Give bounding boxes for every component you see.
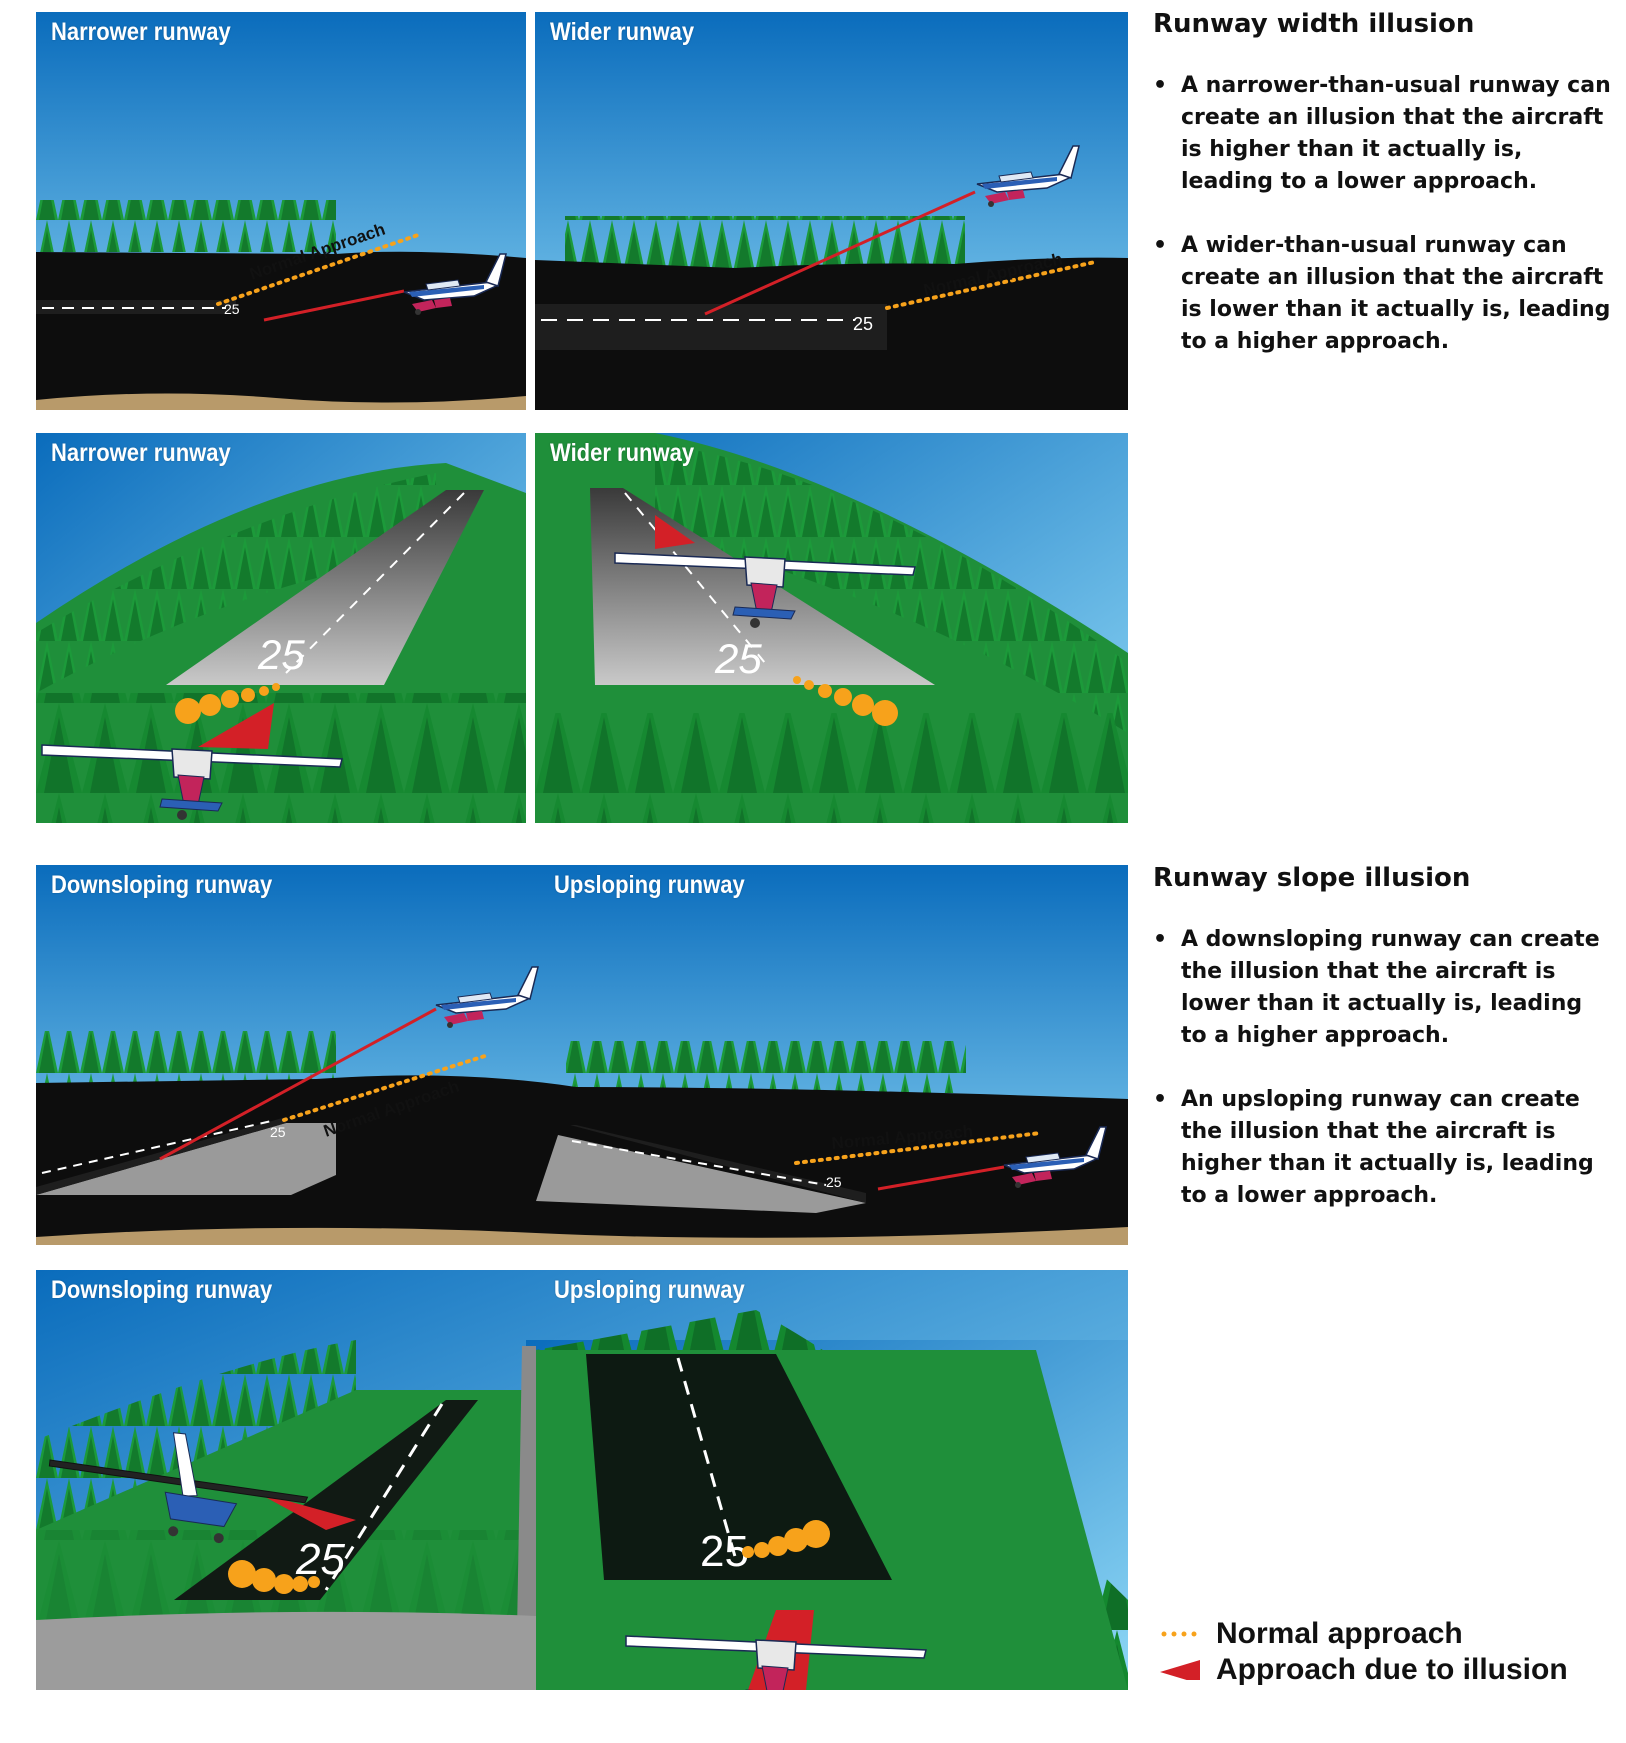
illusion-approach-path: [704, 190, 976, 316]
panel-slope-perspective-illustration: 25 25: [36, 1270, 1128, 1690]
panel-narrow-side-illustration: 25 Normal Approach: [36, 12, 526, 410]
panel-title: Narrower runway: [51, 18, 231, 46]
bullet-list: A downsloping runway can create the illu…: [1153, 924, 1613, 1212]
red-arrow-icon: [1160, 1660, 1200, 1680]
panel-slope-side-illustration: 25 Normal Approach 25 Normal Approach: [36, 865, 1128, 1245]
bullet-item: A wider-than-usual runway can create an …: [1153, 230, 1613, 358]
legend: Normal approach Approach due to illusion: [1158, 1616, 1568, 1688]
runway-number-label: 25: [826, 1174, 842, 1190]
normal-approach-path: [794, 1131, 1042, 1165]
section-width-illusion: Runway width illusion A narrower-than-us…: [1153, 8, 1613, 390]
section-title: Runway width illusion: [1153, 9, 1475, 39]
runway-number-label: 25: [853, 314, 873, 334]
panel-slope-perspective: 25 25: [36, 1270, 1128, 1690]
bullet-item: A narrower-than-usual runway can create …: [1153, 70, 1613, 198]
panel-narrow-perspective-illustration: 25: [36, 433, 526, 823]
illusion-approach-arrow: [256, 1492, 356, 1530]
legend-normal-label: Normal approach: [1216, 1617, 1463, 1650]
illusion-approach-arrow: [655, 515, 695, 549]
panel-title: Wider runway: [550, 439, 695, 467]
panel-title: Downsloping runway: [51, 1276, 273, 1304]
downslope-runway: [36, 1123, 336, 1195]
illusion-approach-path: [263, 289, 405, 322]
panel-wider-perspective-illustration: 25: [535, 433, 1128, 823]
runway-number-label: 25: [714, 635, 762, 682]
runway-number-label: 25: [700, 1527, 749, 1576]
panel-slope-side: 25 Normal Approach 25 Normal Approach Do…: [36, 865, 1128, 1245]
normal-approach-path: [885, 260, 1097, 310]
runway-number-label: 25: [295, 1535, 345, 1584]
runway-number-label: 25: [224, 301, 240, 317]
panel-title: Downsloping runway: [51, 871, 273, 899]
dotted-line-icon: [1161, 1631, 1197, 1637]
normal-approach-path: [228, 1560, 320, 1594]
runway: [166, 490, 484, 685]
downslope-runway: [174, 1400, 478, 1600]
illusion-approach-arrow: [198, 703, 274, 749]
panel-wider-side-illustration: 25 Normal Approach: [535, 12, 1128, 410]
panel-title: Upsloping runway: [554, 1276, 745, 1304]
aircraft-icon: [48, 1432, 309, 1544]
bullet-list: A narrower-than-usual runway can create …: [1153, 70, 1613, 358]
normal-approach-path: [793, 676, 898, 726]
bullet-item: An upsloping runway can create the illus…: [1153, 1084, 1613, 1212]
illusion-approach-path: [877, 1165, 1005, 1191]
normal-approach-path: [742, 1520, 830, 1558]
panel-title: Narrower runway: [51, 439, 231, 467]
normal-approach-path: [282, 1053, 490, 1122]
legend-illusion-label: Approach due to illusion: [1216, 1653, 1568, 1686]
runway-number-label: 25: [270, 1124, 286, 1140]
panel-narrow-perspective: 25 Narrower runway: [36, 433, 526, 823]
legend-normal: Normal approach: [1158, 1616, 1568, 1652]
legend-illusion: Approach due to illusion: [1158, 1652, 1568, 1688]
section-title: Runway slope illusion: [1153, 863, 1471, 893]
upslope-runway: [536, 1135, 866, 1213]
panel-narrow-side: 25 Normal Approach Narrower runway: [36, 12, 526, 410]
normal-approach-path: [175, 683, 280, 724]
panel-wider-perspective: 25 Wider runway: [535, 433, 1128, 823]
runway-number-label: 25: [257, 631, 305, 678]
panel-title: Wider runway: [550, 18, 695, 46]
section-slope-illusion: Runway slope illusion A downsloping runw…: [1153, 862, 1613, 1244]
panel-title: Upsloping runway: [554, 871, 745, 899]
normal-approach-path: [216, 232, 423, 306]
illusion-approach-path: [159, 1007, 437, 1161]
bullet-item: A downsloping runway can create the illu…: [1153, 924, 1613, 1052]
panel-wider-side: 25 Normal Approach Wider runway: [535, 12, 1128, 410]
